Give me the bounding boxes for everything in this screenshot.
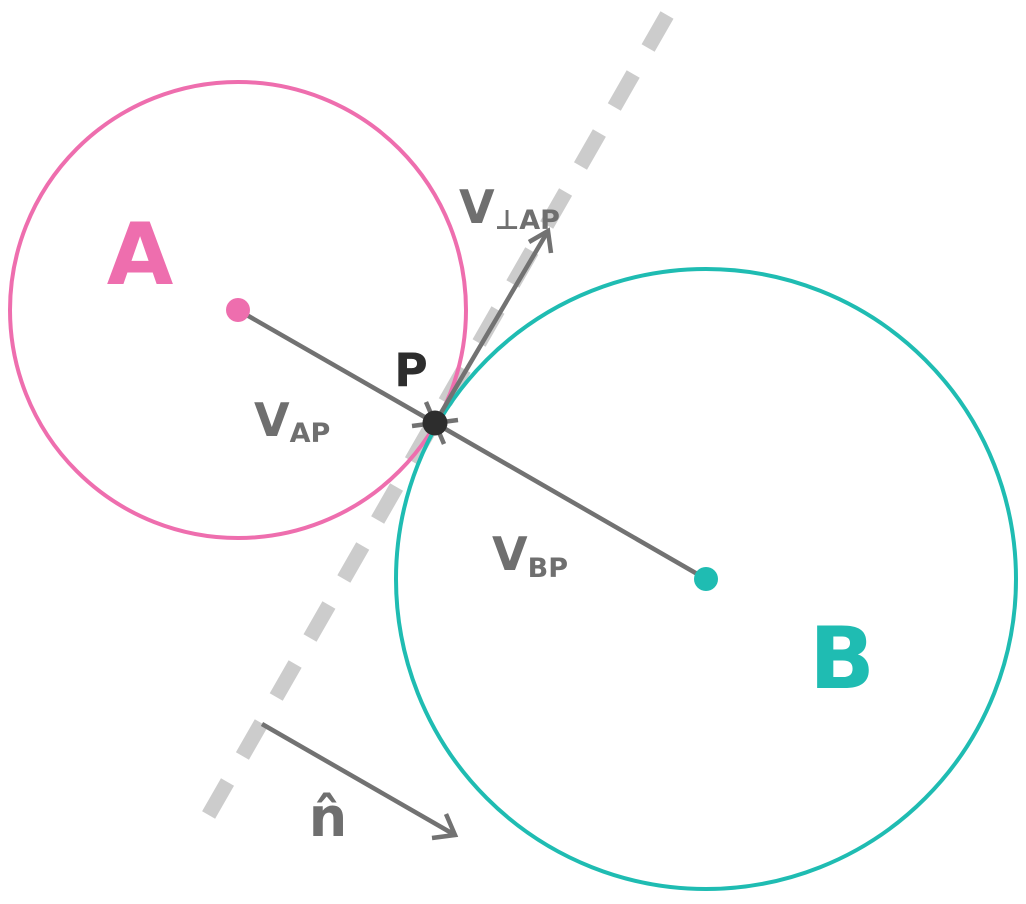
label-contact-point: P	[394, 343, 428, 397]
label-v-perp-ap: V⊥AP	[459, 180, 560, 236]
label-normal: n̂	[309, 786, 347, 849]
circle-a	[8, 80, 468, 540]
normal-vector-line	[260, 722, 457, 837]
label-v-bp: VBP	[492, 527, 568, 584]
label-body-b: B	[809, 609, 875, 709]
circle-b	[394, 267, 1018, 891]
vector-perp-ap-arrowhead	[527, 227, 554, 254]
vector-bp-line	[433, 421, 708, 581]
vector-perp-ap-line	[433, 229, 550, 425]
label-v-ap: VAP	[254, 393, 330, 449]
center-a-dot	[226, 298, 250, 322]
vector-ap-line	[236, 308, 437, 425]
tangent-line	[193, 11, 674, 834]
contact-point-dot	[422, 410, 448, 436]
center-b-dot	[694, 567, 718, 591]
label-body-a: A	[107, 205, 174, 305]
normal-vector-arrowhead	[431, 813, 459, 841]
